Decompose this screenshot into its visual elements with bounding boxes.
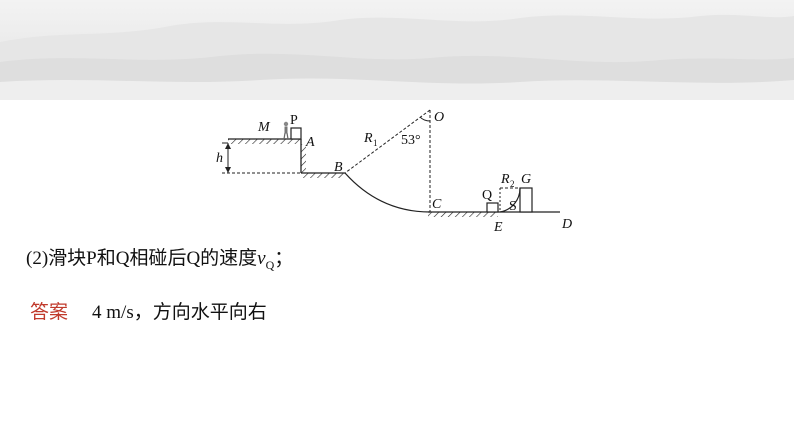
- label-b: B: [334, 160, 343, 175]
- label-g: G: [521, 172, 531, 187]
- label-q: Q: [482, 188, 492, 203]
- arc-bc: [344, 172, 431, 213]
- block-q: [486, 202, 499, 213]
- question-text: (2)滑块P和Q相碰后Q的速度vQ；: [26, 243, 293, 273]
- slider-s: [499, 187, 533, 213]
- header-banner: [0, 0, 794, 100]
- velocity-symbol: v: [257, 248, 266, 269]
- answer-label: 答案: [30, 302, 69, 323]
- ground-cd: [428, 211, 560, 217]
- question-prefix: (2)滑块P和Q相碰后Q的速度: [26, 248, 258, 269]
- lower-step: [301, 172, 345, 178]
- label-r2: R: [500, 172, 510, 187]
- label-r2-sub: 2: [510, 179, 515, 189]
- label-p: P: [290, 113, 298, 128]
- mountain-landscape-image: [0, 14, 794, 100]
- label-angle: 53°: [401, 133, 421, 148]
- slider-p: [283, 121, 302, 140]
- label-m: M: [257, 120, 271, 135]
- answer-line: 答案 4 m/s，方向水平向右: [30, 297, 267, 324]
- label-d: D: [561, 217, 572, 232]
- answer-text: 4 m/s，方向水平向右: [92, 302, 267, 323]
- label-s: S: [509, 199, 517, 214]
- label-o: O: [434, 110, 444, 125]
- label-h: h: [216, 151, 223, 166]
- label-r1-sub: 1: [373, 138, 378, 148]
- upper-platform: [228, 138, 306, 173]
- velocity-subscript: Q: [265, 257, 275, 272]
- label-r1: R: [363, 131, 373, 146]
- height-marker: [222, 142, 301, 174]
- label-c: C: [432, 197, 442, 212]
- label-e: E: [493, 220, 503, 235]
- label-a: A: [305, 135, 315, 150]
- question-suffix: ；: [274, 248, 294, 269]
- radius-r1: [344, 109, 431, 212]
